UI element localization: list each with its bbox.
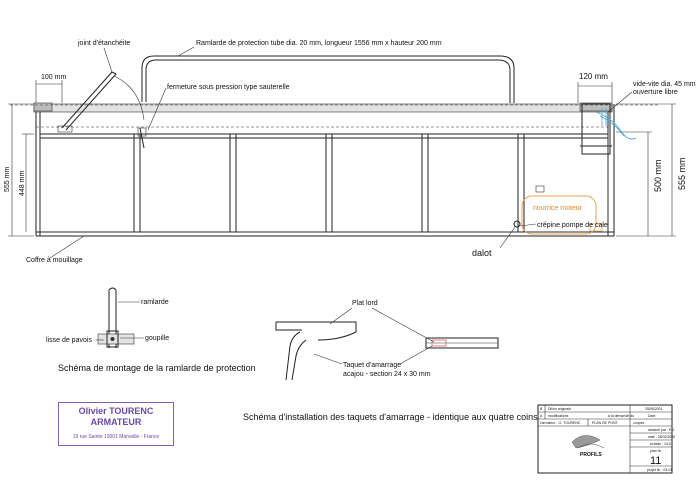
tb-plan-no: 11 [650,455,661,467]
tb-date: date : 28/02/2002 [648,435,675,439]
dalot-label: dalot [472,248,492,258]
fermeture-leader [147,87,167,131]
nourrice-tank [521,185,603,235]
rambarde-leader [177,46,195,57]
tb-date-a: Date [648,414,655,418]
tb-rev-b-text: Dillon originale [548,407,571,411]
ouverture-label: ouverture libre [633,89,678,96]
dim-100-text: 100 mm [41,74,66,81]
armateur-stamp: Olivier TOURENC ARMATEUR 19 rue Sainte 1… [58,402,174,446]
dim-120-text: 120 mm [579,72,608,81]
plat-lord-leader [371,307,435,343]
hull-outline [35,104,615,237]
dim-555-left-text: 555 mm [4,167,11,192]
rambarde-rail [141,55,515,103]
vide-vite-leader [607,91,633,113]
tb-projet: projet Nr : 03-01 [647,468,672,472]
taquet-leader [313,353,343,365]
dim-120-line [577,82,613,103]
vide-vite-label: vide-vite dia. 45 mm [633,81,696,88]
tb-rev-b: B [540,407,543,411]
dim-500-line [616,131,652,236]
dim-500-text: 500 mm [653,159,663,192]
tb-logo-text: PROFILS [580,452,602,458]
crepine-leader [519,223,537,227]
dalot-pipe [499,220,521,249]
latch [137,127,147,149]
schema-montage-title: Schéma de montage de la ramlarde de prot… [58,363,256,373]
taquet-detail [275,321,499,381]
hatch-lid [57,71,145,133]
tb-date-b: 25/05/2001 [645,407,663,411]
schema-taquets-title: Schéma d'installation des taquets d'amar… [243,412,538,422]
joint-label: joint d'étanchéite [77,40,130,47]
acajou-label: acajou - section 24 x 30 mm [343,371,431,378]
dim-555-left-line [8,103,34,237]
crepine-label: crépine pompe de cale [537,222,608,229]
coffre-label: Coffre à mouillage [26,257,83,264]
dim-555-right-line [616,103,676,237]
dim-100-line [35,80,63,103]
deck-end-left [33,102,53,112]
tb-rev-a: A [540,414,543,418]
tb-coupes: coupes [633,421,645,425]
tb-armateur: l'armateur - O. TOURENC [540,421,581,425]
rambarde-title: Ramlarde de protection tube dia. 20 mm, … [196,40,442,47]
tb-dessine: dessiné par : E.J. [648,428,675,432]
tb-echelle: échelle : 1/10 [650,442,671,446]
coffre-leader [49,235,85,259]
ramlarde-label: ramlarde [141,299,169,306]
tb-rev-a-text: modifications [548,414,569,418]
stamp-address: 19 rue Sainte 13001 Marseille - France [72,434,160,440]
stamp-name: Olivier TOURENC [78,406,154,416]
nourrice-label: nourrice moteur [533,205,583,212]
stamp-role: ARMATEUR [90,417,142,427]
dim-555-right-text: 555 mm [677,157,687,190]
lisse-label: lisse de pavois [46,337,92,344]
hull-frames [39,133,609,233]
tb-ref: à la demande du [608,414,634,418]
dim-448-text: 448 mm [19,171,26,196]
rambarde-mount-detail [97,287,135,348]
plat-lord-label: Plat lord [352,300,378,307]
tb-plan-no-label: plan Nr [650,449,662,453]
plat-lord-leader-2 [329,307,353,325]
fermeture-label: fermeture sous pression type sauterelle [167,84,290,91]
taquet-label: Taquet d'amarrage [343,362,401,369]
dim-448-line [22,133,34,232]
taquet-leader-2 [399,345,433,365]
tb-plan: PLAN DE PONT [592,421,619,425]
vide-vite-box [580,103,637,155]
deck-end-right [579,102,613,112]
goupille-label: goupille [145,335,169,342]
title-block [537,404,673,474]
joint-leader [103,47,113,73]
